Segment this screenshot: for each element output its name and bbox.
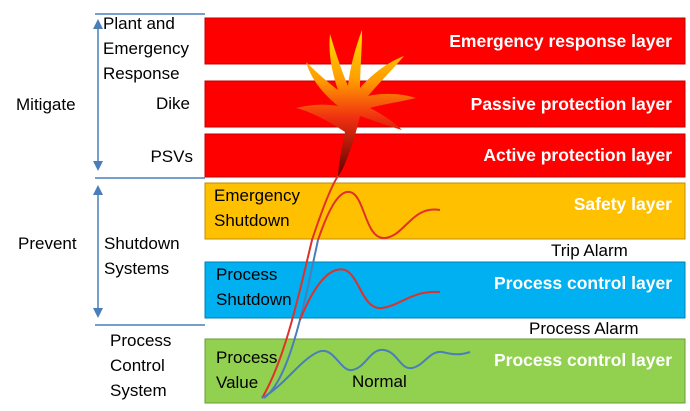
prevent-label: Prevent xyxy=(18,234,77,253)
shutdown-systems-label-line1: Shutdown xyxy=(104,234,180,253)
plant-emergency-label-line1: Plant and xyxy=(103,14,175,33)
layer-band-emergency-response xyxy=(204,17,686,65)
plant-emergency-label-line2: Emergency xyxy=(103,39,189,58)
layer-band-process-control xyxy=(204,338,686,404)
psvs-label: PSVs xyxy=(150,147,193,166)
layer-label-process-shutdown: Process control layer xyxy=(494,273,672,293)
layer-label-passive-protection: Passive protection layer xyxy=(471,94,673,114)
normal-operation-curve xyxy=(261,348,471,399)
process-shutdown-curve xyxy=(299,268,441,321)
process-value-blue-line xyxy=(263,239,319,399)
process-value-rise-red-line xyxy=(261,175,339,399)
layer-label-safety: Safety layer xyxy=(574,194,672,214)
shutdown-systems-label-line2: Systems xyxy=(104,259,169,278)
normal-label: Normal xyxy=(352,372,407,391)
layer-label-process-control: Process control layer xyxy=(494,350,672,370)
emergency-shutdown-label-line1: Emergency xyxy=(214,186,300,205)
trip-alarm-label: Trip Alarm xyxy=(551,241,628,260)
process-control-system-label-line2: Control xyxy=(110,356,165,375)
dike-label: Dike xyxy=(156,94,190,113)
process-control-system-label-line1: Process xyxy=(110,331,171,350)
layer-label-active-protection: Active protection layer xyxy=(483,145,672,165)
process-alarm-label: Process Alarm xyxy=(529,319,639,338)
process-value-label-line1: Process xyxy=(216,348,277,367)
emergency-shutdown-curve xyxy=(317,190,441,241)
mitigate-label: Mitigate xyxy=(16,95,76,114)
process-control-system-label-line3: System xyxy=(110,381,167,400)
layer-band-process-shutdown xyxy=(204,261,686,319)
process-shutdown-label-line1: Process xyxy=(216,265,277,284)
process-value-label-line2: Value xyxy=(216,373,258,392)
layer-label-emergency-response: Emergency response layer xyxy=(449,31,672,51)
layer-band-safety xyxy=(204,182,686,240)
flame-icon xyxy=(296,30,416,176)
emergency-shutdown-label-line2: Shutdown xyxy=(214,211,290,230)
process-shutdown-label-line2: Shutdown xyxy=(216,290,292,309)
layer-band-passive-protection xyxy=(204,80,686,128)
layer-band-active-protection xyxy=(204,133,686,178)
plant-emergency-label-line3: Response xyxy=(103,64,180,83)
